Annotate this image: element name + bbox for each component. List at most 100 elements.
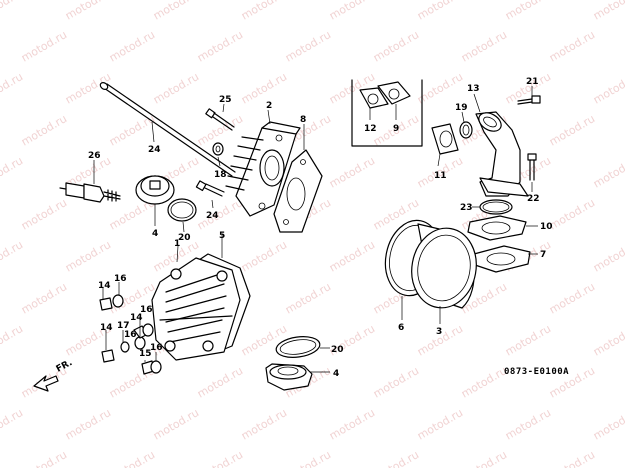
stud-bolt-part <box>99 82 236 177</box>
watermark-text: motod.ru <box>283 448 333 468</box>
watermark-text: motod.ru <box>283 28 333 64</box>
watermark-text: motod.ru <box>327 154 377 190</box>
callout-4-bottom: 4 <box>333 369 339 379</box>
plug-cap-part-4-lower <box>265 363 313 391</box>
watermark-text: motod.ru <box>547 280 597 316</box>
watermark-text: motod.ru <box>327 238 377 274</box>
o-ring-part-20-lower <box>275 336 321 358</box>
watermark-text: motod.ru <box>591 322 625 358</box>
watermark-text: motod.ru <box>151 406 201 442</box>
watermark-text: motod.ru <box>503 70 553 106</box>
watermark-text: motod.ru <box>591 238 625 274</box>
watermark-text: motod.ru <box>239 238 289 274</box>
callout-15: 15 <box>139 349 152 359</box>
bolt-part-22 <box>517 95 541 105</box>
watermark-text: motod.ru <box>459 448 509 468</box>
watermark-text: motod.ru <box>63 406 113 442</box>
callout-7: 6 <box>398 323 404 333</box>
cylinder-part <box>225 121 301 217</box>
gasket-part-10 <box>467 215 527 241</box>
watermark-text: motod.ru <box>0 238 25 274</box>
callout-21: 19 <box>455 103 468 113</box>
callout-26: 26 <box>88 151 101 161</box>
callout-20-top: 20 <box>178 233 191 243</box>
watermark-text: motod.ru <box>239 0 289 23</box>
watermark-text: motod.ru <box>151 70 201 106</box>
callout-8: 7 <box>540 250 546 260</box>
callout-16-d: 16 <box>124 330 137 340</box>
watermark-text: motod.ru <box>19 28 69 64</box>
callout-22: 21 <box>526 77 539 87</box>
callout-16-c: 16 <box>150 343 163 353</box>
watermark-text: motod.ru <box>0 0 25 23</box>
intake-manifold-part <box>431 111 529 197</box>
watermark-text: motod.ru <box>151 0 201 23</box>
watermark-text: motod.ru <box>0 154 25 190</box>
watermark-text: motod.ru <box>283 280 333 316</box>
watermark-text: motod.ru <box>415 0 465 23</box>
spark-plug-part <box>59 182 121 203</box>
watermark-text: motod.ru <box>195 28 245 64</box>
air-duct-part <box>384 219 477 309</box>
callout-25: 25 <box>219 95 232 105</box>
watermark-text: motod.ru <box>195 448 245 468</box>
watermark-text: motod.ru <box>503 322 553 358</box>
watermark-text: motod.ru <box>0 406 25 442</box>
watermark-text: motod.ru <box>19 112 69 148</box>
callout-11: 11 <box>434 171 447 181</box>
watermark-text: motod.ru <box>591 406 625 442</box>
watermark-text: motod.ru <box>19 196 69 232</box>
watermark-text: motod.ru <box>503 0 553 23</box>
callout-9: 9 <box>393 124 399 134</box>
watermark-text: motod.ru <box>547 448 597 468</box>
watermark-text: motod.ru <box>19 280 69 316</box>
callout-24-bottom: 24 <box>206 211 219 221</box>
callout-5: 5 <box>219 231 225 241</box>
callout-20-bottom: 20 <box>331 345 344 355</box>
callout-23: 22 <box>527 194 540 204</box>
watermark-text: motod.ru <box>371 364 421 400</box>
gasket-part-6 <box>273 149 323 233</box>
watermark-text: motod.ru <box>63 0 113 23</box>
callout-18: 18 <box>214 170 227 180</box>
diagram-code: 0873-E0100A <box>504 367 569 377</box>
watermark-text: motod.ru <box>459 364 509 400</box>
watermark-text: motod.ru <box>239 406 289 442</box>
callout-2: 2 <box>266 101 272 111</box>
watermark-text: motod.ru <box>195 196 245 232</box>
callout-12: 12 <box>364 124 377 134</box>
leader-lines <box>93 86 538 373</box>
watermark-text: motod.ru <box>195 364 245 400</box>
o-ring-part-20 <box>167 198 197 222</box>
inset-gasket-box <box>351 79 423 147</box>
callout-16-b: 16 <box>140 305 153 315</box>
watermark-text: motod.ru <box>459 28 509 64</box>
watermark-text: motod.ru <box>239 70 289 106</box>
watermark-text: motod.ru <box>63 238 113 274</box>
watermark-text: motod.ru <box>503 406 553 442</box>
gasket-part-8 <box>471 245 531 273</box>
watermark-text: motod.ru <box>327 406 377 442</box>
watermark-text: motod.ru <box>415 406 465 442</box>
callout-14-c: 14 <box>130 313 143 323</box>
watermark-text: motod.ru <box>107 112 157 148</box>
watermark-text: motod.ru <box>327 0 377 23</box>
callout-14-a: 14 <box>98 281 111 291</box>
callout-4-top: 4 <box>152 229 158 239</box>
bolt-part-25 <box>205 108 235 131</box>
watermark-text: motod.ru <box>19 448 69 468</box>
watermark-text: motod.ru <box>0 322 25 358</box>
callout-6: 8 <box>300 115 306 125</box>
watermark-text: motod.ru <box>547 28 597 64</box>
callout-19: 23 <box>460 203 473 213</box>
watermark-text: motod.ru <box>0 70 25 106</box>
washer-part-18 <box>212 142 224 156</box>
front-direction-arrow <box>33 375 59 392</box>
callout-16-a: 16 <box>114 274 127 284</box>
o-ring-part-19 <box>479 199 513 215</box>
watermark-text: motod.ru <box>591 0 625 23</box>
watermark-text: motod.ru <box>107 28 157 64</box>
callout-17: 17 <box>117 321 130 331</box>
